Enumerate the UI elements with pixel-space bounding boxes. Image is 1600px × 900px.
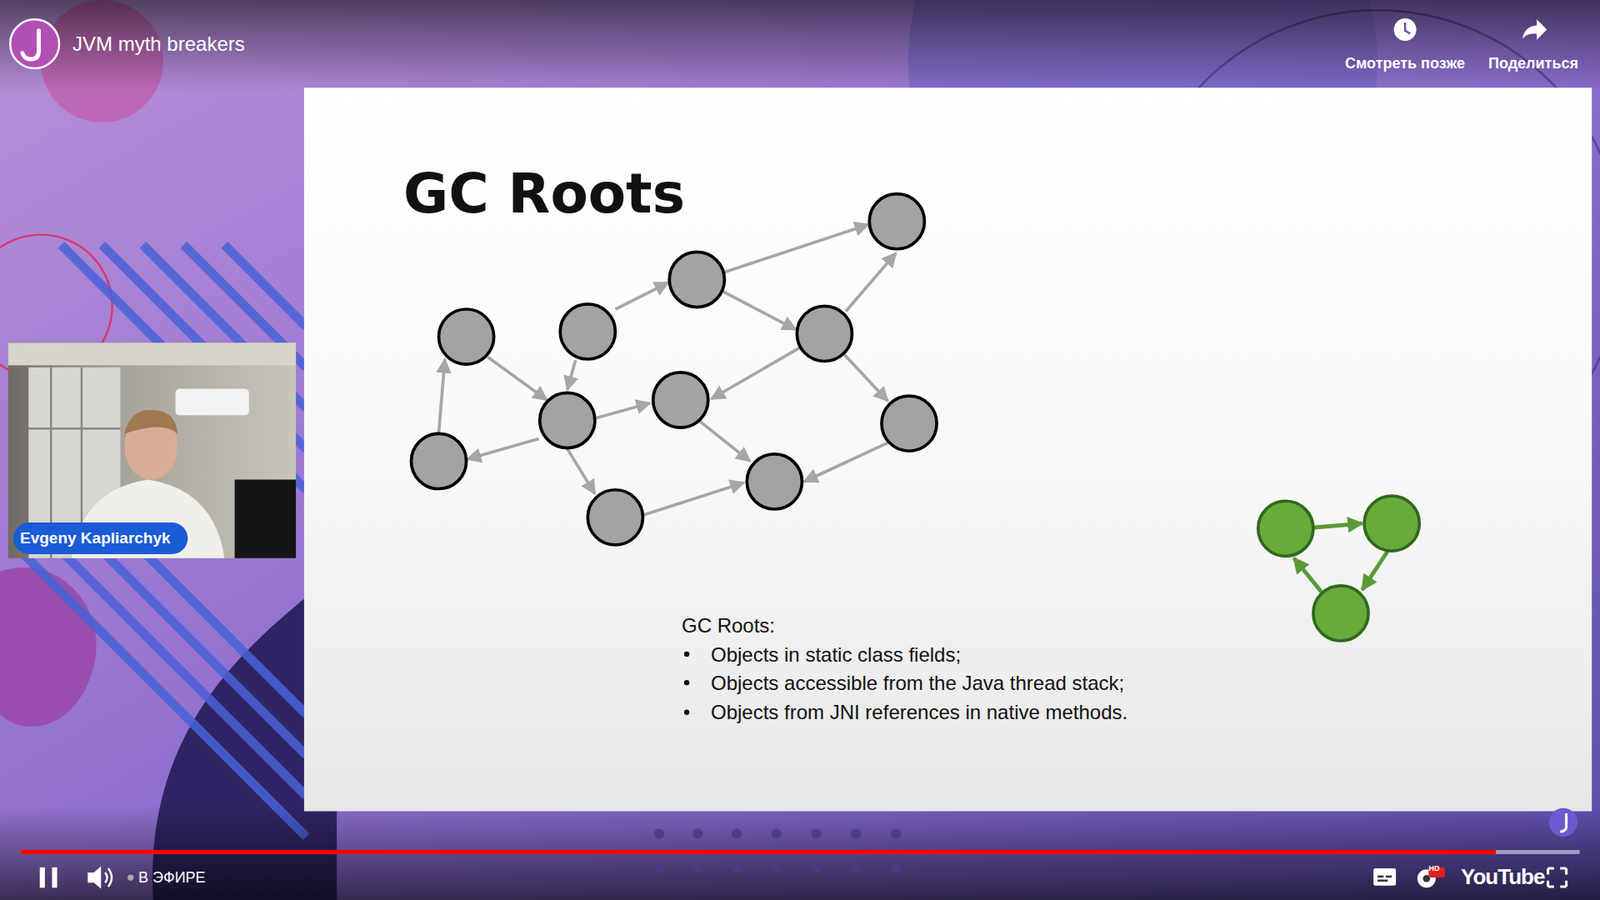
video-title: JVM myth breakers <box>72 32 245 56</box>
hd-badge: HD <box>1429 864 1440 873</box>
youtube-logo: YouTube <box>1460 865 1545 890</box>
speaker-name: Evgeny Kapliarchyk <box>20 529 171 548</box>
slide-title: GC Roots <box>403 166 685 222</box>
list-item: Objects accessible from the Java thread … <box>710 671 1125 695</box>
list-heading: GC Roots: <box>681 614 775 638</box>
live-label: В ЭФИРЕ <box>138 869 206 887</box>
button-label: Поделиться <box>1488 55 1579 73</box>
list-item: Objects in static class fields; <box>710 643 961 667</box>
button-label: Смотреть позже <box>1345 55 1465 73</box>
list-item: Objects from JNI references in native me… <box>710 700 1128 725</box>
